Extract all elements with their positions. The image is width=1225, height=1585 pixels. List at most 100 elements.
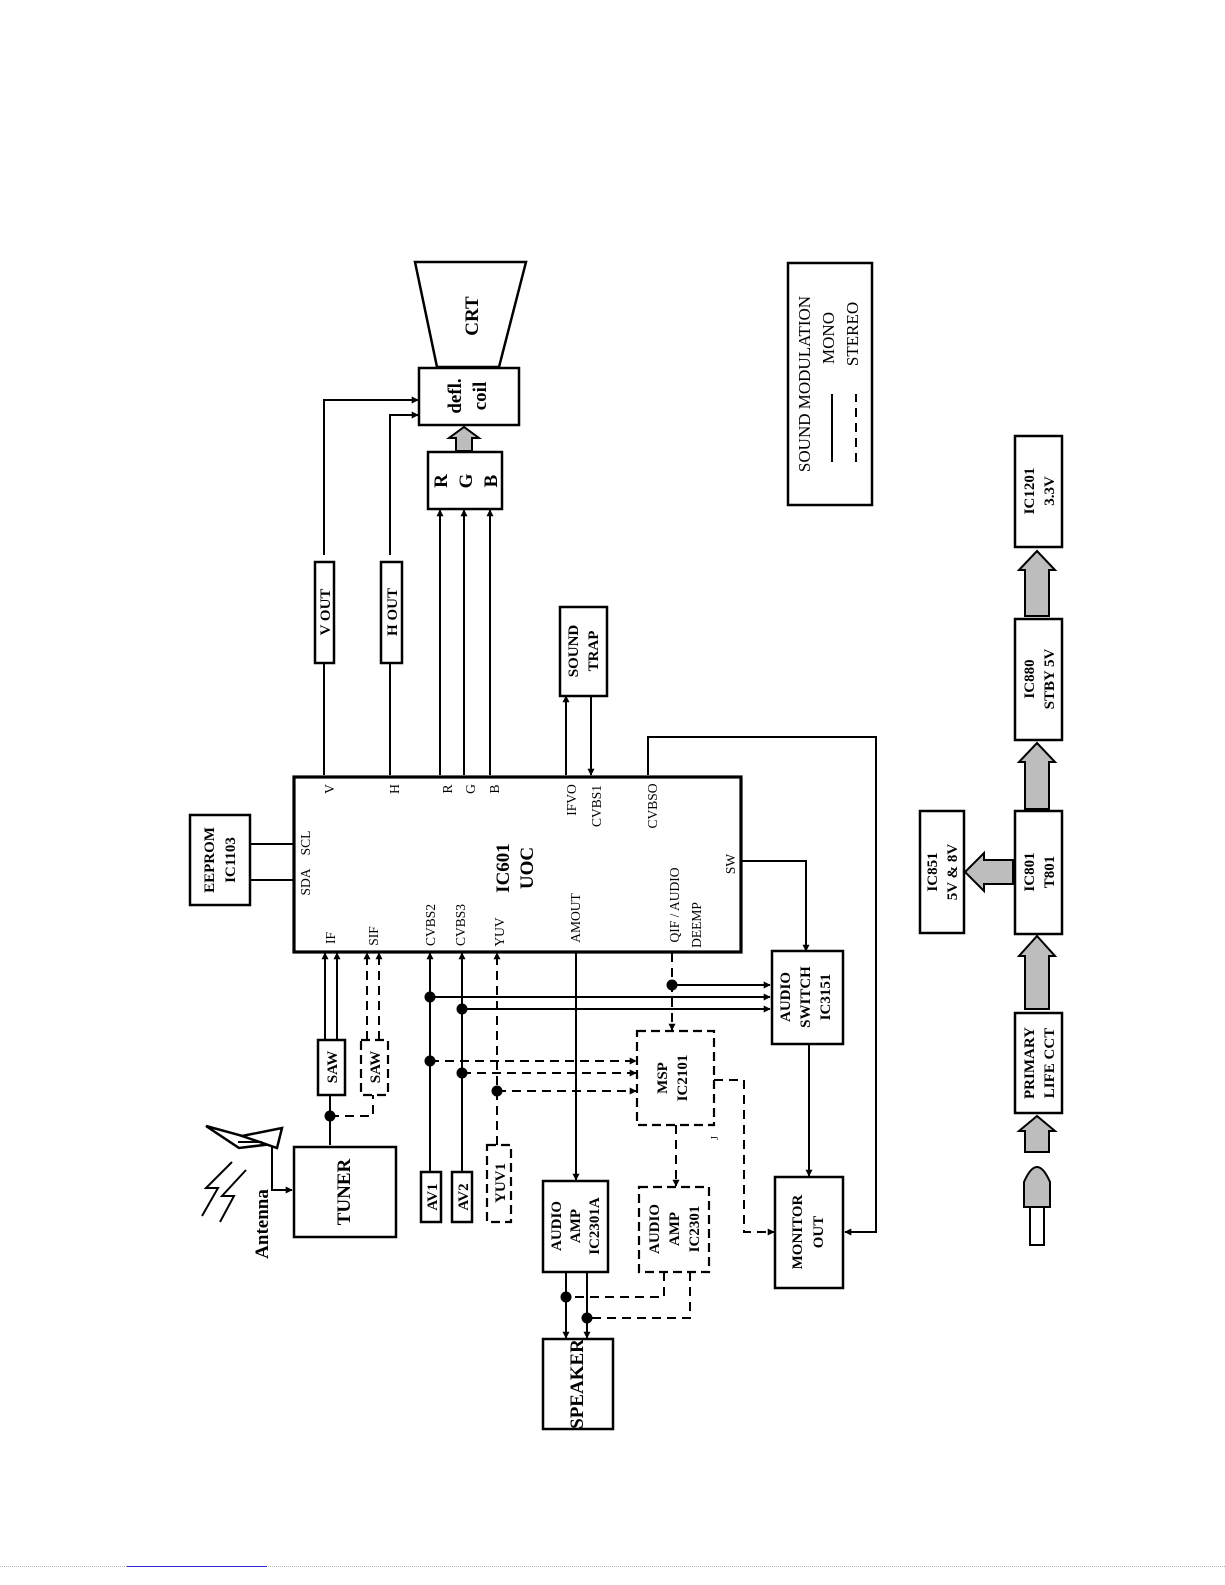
audio-amp-a-block: AUDIO AMP IC2301A bbox=[541, 1179, 610, 1274]
rgb-to-coil-arrow bbox=[445, 425, 483, 452]
eeprom-sub: IC1103 bbox=[223, 837, 239, 883]
av1-block: AV1 bbox=[419, 1170, 443, 1224]
eeprom-name: EEPROM bbox=[202, 827, 218, 893]
monitor-out-2: OUT bbox=[811, 1216, 827, 1249]
audio-amp-b-block: AUDIO AMP IC2301 bbox=[637, 1185, 711, 1274]
antenna-label: Antenna bbox=[252, 1189, 273, 1259]
power-arrow-2 bbox=[1016, 934, 1058, 1010]
pin-amout: AMOUT bbox=[568, 892, 583, 942]
av2-block: AV2 bbox=[450, 1170, 474, 1224]
ic880-2: STBY 5V bbox=[1042, 648, 1058, 709]
audio-amp-b-1: AUDIO bbox=[647, 1204, 663, 1254]
pin-cvbs1: CVBS1 bbox=[589, 785, 604, 827]
pin-cvbso: CVBSO bbox=[645, 783, 660, 828]
ic801-1: IC801 bbox=[1022, 852, 1038, 891]
primary-1: PRIMARY bbox=[1022, 1027, 1038, 1099]
yuv1-label: YUV1 bbox=[493, 1163, 509, 1203]
crt-label: CRT bbox=[462, 296, 483, 336]
pin-h: H bbox=[387, 784, 402, 794]
defl-coil-block: defl. coil bbox=[417, 366, 521, 427]
speaker-block: SPEAKER bbox=[541, 1337, 615, 1431]
av2-label: AV2 bbox=[456, 1183, 472, 1210]
legend-box: SOUND MODULATION MONO STEREO bbox=[786, 261, 874, 507]
junctions bbox=[324, 979, 678, 1324]
power-chain: PRIMARY LIFE CCT IC801 T801 IC851 5V & 8… bbox=[918, 434, 1064, 1246]
pin-cvbs3: CVBS3 bbox=[453, 904, 468, 946]
wires bbox=[250, 396, 877, 1339]
pin-b: B bbox=[487, 784, 502, 793]
audio-switch-block: AUDIO SWITCH IC3151 bbox=[770, 949, 845, 1046]
rgb-g: G bbox=[456, 473, 477, 488]
msp-block: MSP IC2101 J bbox=[635, 1029, 721, 1140]
pin-v: V bbox=[322, 784, 337, 794]
rgb-r: R bbox=[431, 474, 452, 488]
crt-block: CRT bbox=[413, 260, 528, 369]
v-out-label: V OUT bbox=[318, 589, 334, 636]
v-out-block: V OUT bbox=[313, 560, 336, 665]
yuv1-block: YUV1 bbox=[485, 1143, 513, 1224]
ic601-block: IC601 UOC SDA SCL V H R G B IFVO CVBS1 C… bbox=[292, 775, 743, 954]
audio-amp-b-2: AMP bbox=[667, 1212, 683, 1246]
power-arrow-4 bbox=[1016, 549, 1058, 617]
audio-switch-2: SWITCH bbox=[798, 966, 814, 1028]
ic851-block: IC851 5V & 8V bbox=[918, 809, 966, 935]
ic851-1: IC851 bbox=[925, 852, 941, 891]
ic1201-2: 3.3V bbox=[1042, 476, 1058, 506]
tuner-block: TUNER bbox=[292, 1145, 398, 1239]
h-out-label: H OUT bbox=[385, 588, 401, 636]
ic601-sub: UOC bbox=[517, 847, 538, 889]
msp-1: MSP bbox=[655, 1062, 671, 1094]
pin-qif-audio: QIF / AUDIO bbox=[667, 867, 682, 942]
pin-sif: SIF bbox=[366, 926, 381, 946]
pin-sda: SDA bbox=[298, 868, 313, 895]
audio-switch-1: AUDIO bbox=[778, 972, 794, 1022]
msp-2: IC2101 bbox=[675, 1055, 691, 1102]
power-arrow-side bbox=[963, 850, 1014, 894]
speaker-label: SPEAKER bbox=[567, 1339, 588, 1429]
pin-g: G bbox=[463, 784, 478, 794]
ic801-2: T801 bbox=[1042, 856, 1058, 889]
power-plug-icon bbox=[1023, 1166, 1051, 1246]
saw-mono-label: SAW bbox=[325, 1051, 341, 1084]
rgb-block: R G B bbox=[426, 450, 504, 511]
legend-mono: MONO bbox=[819, 312, 838, 364]
page-bottom-rule bbox=[0, 1566, 1225, 1567]
pin-if: IF bbox=[323, 932, 338, 944]
power-arrow-3 bbox=[1016, 741, 1058, 810]
tuner-label: TUNER bbox=[334, 1158, 355, 1225]
legend-stereo: STEREO bbox=[843, 302, 862, 366]
msp-small-mark: J bbox=[710, 1136, 721, 1140]
page-footer-link[interactable] bbox=[127, 1566, 267, 1567]
av1-label: AV1 bbox=[425, 1183, 441, 1210]
primary-life-cct-block: PRIMARY LIFE CCT bbox=[1013, 1011, 1064, 1115]
saw-stereo-block: SAW bbox=[359, 1038, 390, 1097]
saw-stereo-label: SAW bbox=[368, 1051, 384, 1084]
ic601-name: IC601 bbox=[493, 843, 514, 893]
pin-sw: SW bbox=[723, 854, 738, 875]
antenna-icon: Antenna bbox=[201, 1124, 284, 1259]
pin-ifvo: IFVO bbox=[564, 784, 579, 816]
legend-title: SOUND MODULATION bbox=[795, 296, 814, 472]
ic880-block: IC880 STBY 5V bbox=[1013, 617, 1064, 742]
pin-r: R bbox=[440, 784, 455, 793]
primary-2: LIFE CCT bbox=[1042, 1028, 1058, 1098]
defl-label-1: defl. bbox=[445, 378, 466, 413]
ic801-block: IC801 T801 bbox=[1013, 809, 1064, 936]
pin-yuv: YUV bbox=[492, 917, 507, 946]
audio-amp-a-1: AUDIO bbox=[549, 1201, 565, 1251]
audio-amp-a-2: AMP bbox=[568, 1209, 584, 1243]
sound-trap-2: TRAP bbox=[586, 631, 602, 672]
saw-mono-block: SAW bbox=[316, 1038, 347, 1097]
audio-amp-b-3: IC2301 bbox=[687, 1206, 703, 1253]
ic1201-block: IC1201 3.3V bbox=[1013, 434, 1064, 549]
ic1201-1: IC1201 bbox=[1022, 468, 1038, 515]
power-arrow-1 bbox=[1016, 1114, 1058, 1153]
monitor-out-block: MONITOR OUT bbox=[773, 1175, 845, 1290]
monitor-out-1: MONITOR bbox=[790, 1194, 806, 1269]
audio-switch-3: IC3151 bbox=[818, 974, 834, 1021]
h-out-block: H OUT bbox=[379, 560, 404, 665]
ic880-1: IC880 bbox=[1022, 659, 1038, 698]
audio-amp-a-3: IC2301A bbox=[587, 1197, 603, 1255]
pin-cvbs2: CVBS2 bbox=[423, 904, 438, 946]
